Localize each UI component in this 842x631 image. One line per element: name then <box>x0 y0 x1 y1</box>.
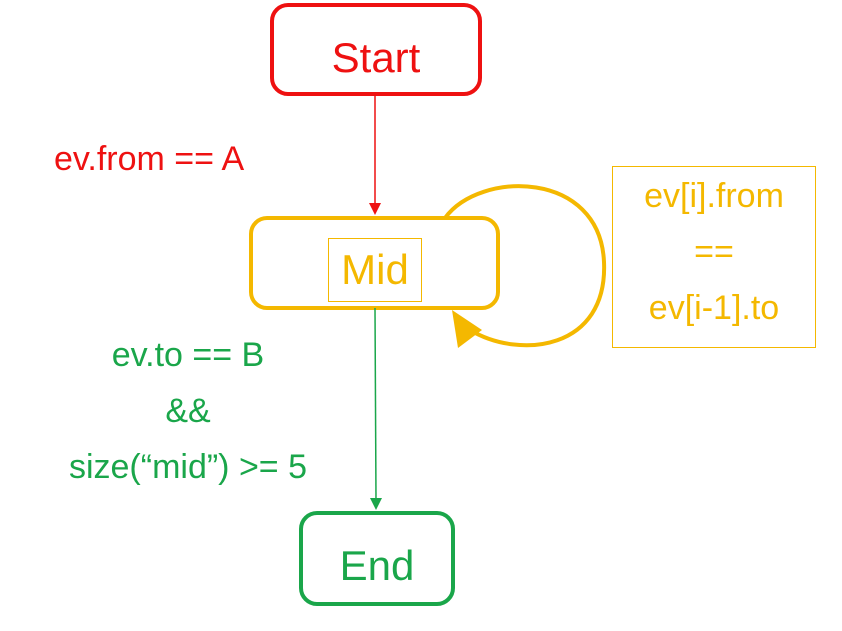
start-to-mid-arrowhead <box>369 203 381 215</box>
mid-loop-condition-line-1: ev[i].from <box>644 177 784 215</box>
mid-loop-condition-line-2: == <box>694 233 734 271</box>
mid-to-end-condition-line-1: ev.to == B <box>111 336 265 374</box>
mid-to-end-arrowhead <box>370 498 382 510</box>
mid-loop-arrowhead <box>452 310 482 348</box>
mid-to-end-condition: ev.to == B && size(“mid”) >= 5 <box>22 338 354 506</box>
start-node-label: Start <box>331 34 421 81</box>
mid-loop-condition-line-3: ev[i-1].to <box>648 289 780 327</box>
mid-to-end-condition-line-2: && <box>165 392 211 430</box>
mid-to-end-edge <box>374 307 377 501</box>
start-node <box>270 3 482 96</box>
mid-loop-condition: ev[i].from == ev[i-1].to <box>612 166 816 348</box>
mid-node-label: Mid <box>328 238 422 302</box>
mid-to-end-condition-line-3: size(“mid”) >= 5 <box>68 448 308 486</box>
mid-node <box>249 216 500 310</box>
mid-loop-edge <box>443 184 607 348</box>
end-node <box>299 511 455 606</box>
start-to-mid-condition: ev.from == A <box>54 140 245 178</box>
end-node-label: End <box>339 542 415 589</box>
mid-node-label-text: Mid <box>341 246 409 293</box>
